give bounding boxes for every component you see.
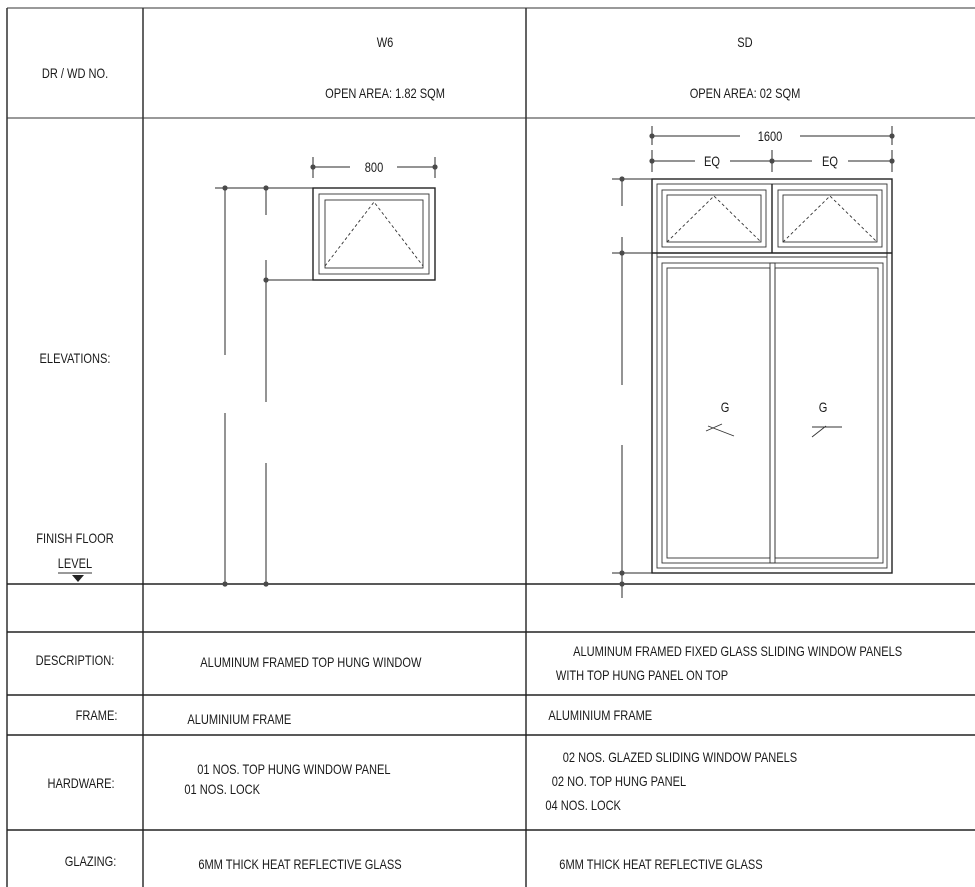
finish-floor-label: FINISH FLOOR [36, 531, 113, 546]
elevations-label: ELEVATIONS: [40, 351, 111, 366]
w6-elevation: 800 600 2000 2600 [0, 0, 438, 587]
sd-elevation: G G 1600 EQ EQ 500 2100 [0, 0, 895, 598]
w6-width-dim: 800 [365, 160, 384, 175]
w6-top-hung-indicator [324, 201, 424, 267]
frame-sd: ALUMINIUM FRAME [548, 708, 652, 723]
sd-glass-label-left: G [721, 400, 730, 415]
glazing-w6: 6MM THICK HEAT REFLECTIVE GLASS [198, 857, 401, 872]
sd-eq-right-dim: EQ [822, 154, 838, 169]
sd-top-hung-panel-right [777, 189, 883, 248]
finish-floor-level-label: LEVEL [58, 556, 93, 571]
sd-outer-frame [651, 178, 893, 574]
sd-sliding-panel-left [661, 262, 776, 564]
hardware-w6-line1: 01 NOS. TOP HUNG WINDOW PANEL [197, 762, 390, 777]
w6-sash [324, 199, 424, 269]
sd-slide-arrow-right-icon [811, 425, 842, 438]
frame-label: FRAME: [76, 708, 118, 723]
level-marker-icon [72, 575, 84, 582]
sd-top-hung-indicator-right [782, 195, 878, 243]
description-sd-line1: ALUMINUM FRAMED FIXED GLASS SLIDING WIND… [573, 644, 902, 659]
frame-w6: ALUMINIUM FRAME [187, 712, 291, 727]
row-frame: FRAME: ALUMINIUM FRAME ALUMINIUM FRAME [76, 708, 653, 727]
sd-width-dim: 1600 [758, 129, 783, 144]
w6-sill-dim: 2000 [0, 0, 12, 3]
row-glazing: GLAZING: 6MM THICK HEAT REFLECTIVE GLASS… [65, 854, 763, 872]
sd-open-area: OPEN AREA: 02 SQM [690, 86, 801, 101]
glazing-label: GLAZING: [65, 854, 117, 869]
sd-eq-left-dim: EQ [704, 154, 720, 169]
sd-sliding-panel-right [769, 262, 884, 564]
w6-code: W6 [377, 35, 394, 50]
sd-top-height-dim: 500 [0, 0, 9, 3]
row-description: DESCRIPTION: ALUMINUM FRAMED TOP HUNG WI… [36, 644, 902, 683]
hardware-sd-line3: 04 NOS. LOCK [545, 798, 621, 813]
row-hardware: HARDWARE: 01 NOS. TOP HUNG WINDOW PANEL … [47, 750, 797, 813]
w6-height-dim: 600 [0, 0, 9, 3]
description-label: DESCRIPTION: [36, 653, 115, 668]
w6-total-dim: 2600 [0, 0, 12, 3]
sd-bottom-dim: 75 [0, 0, 6, 3]
description-sd-line2: WITH TOP HUNG PANEL ON TOP [556, 668, 728, 683]
w6-window-inner-frame [318, 193, 430, 275]
description-w6: ALUMINUM FRAMED TOP HUNG WINDOW [200, 655, 421, 670]
hardware-w6-line2: 01 NOS. LOCK [184, 782, 260, 797]
w6-open-area: OPEN AREA: 1.82 SQM [325, 86, 445, 101]
hardware-label: HARDWARE: [47, 776, 114, 791]
sd-code: SD [737, 35, 752, 50]
sd-slide-arrow-left-icon [705, 423, 735, 437]
glazing-sd: 6MM THICK HEAT REFLECTIVE GLASS [559, 857, 762, 872]
hardware-sd-line2: 02 NO. TOP HUNG PANEL [552, 774, 686, 789]
dr-wd-no-label: DR / WD NO. [42, 66, 108, 81]
sd-door-height-dim: 2100 [0, 0, 12, 3]
sd-glass-label-right: G [819, 400, 828, 415]
sd-top-hung-indicator-left [666, 195, 762, 243]
sd-top-hung-panel-left [661, 189, 767, 248]
hardware-sd-line1: 02 NOS. GLAZED SLIDING WINDOW PANELS [563, 750, 797, 765]
table-grid [6, 7, 975, 887]
w6-window-outer-frame [312, 187, 436, 281]
